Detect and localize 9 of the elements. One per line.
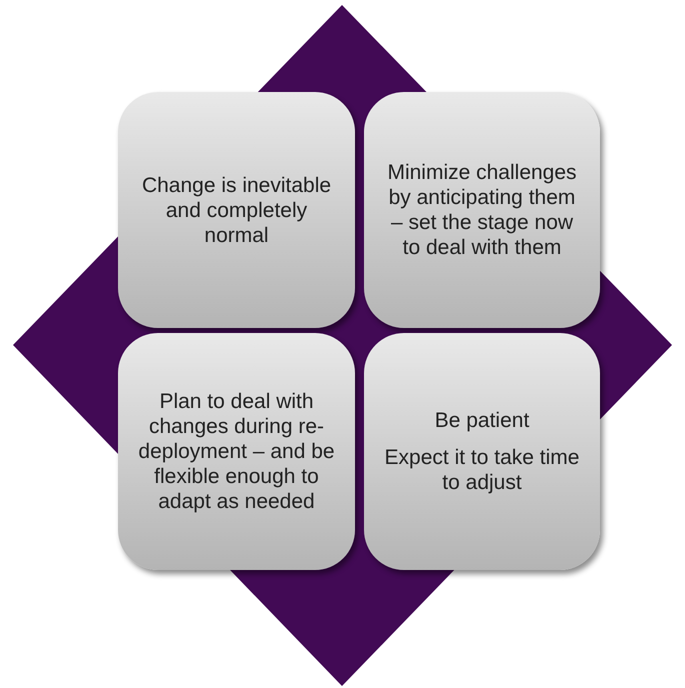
rounded-box <box>364 92 600 328</box>
box-text: Expect it to take time to adjust <box>384 445 580 495</box>
rounded-box <box>118 333 355 570</box>
rounded-box <box>364 333 600 570</box>
box-text: Change is inevitable and completely normal <box>140 172 332 248</box>
box-text: Be patient <box>434 408 530 433</box>
box-text: Plan to deal with changes during re-deployment – and be flexible enough to adapt as needed <box>137 389 336 514</box>
rounded-box <box>118 92 355 328</box>
box-text: Minimize challenges by anticipating them – set the stage now to deal with them <box>386 160 578 260</box>
